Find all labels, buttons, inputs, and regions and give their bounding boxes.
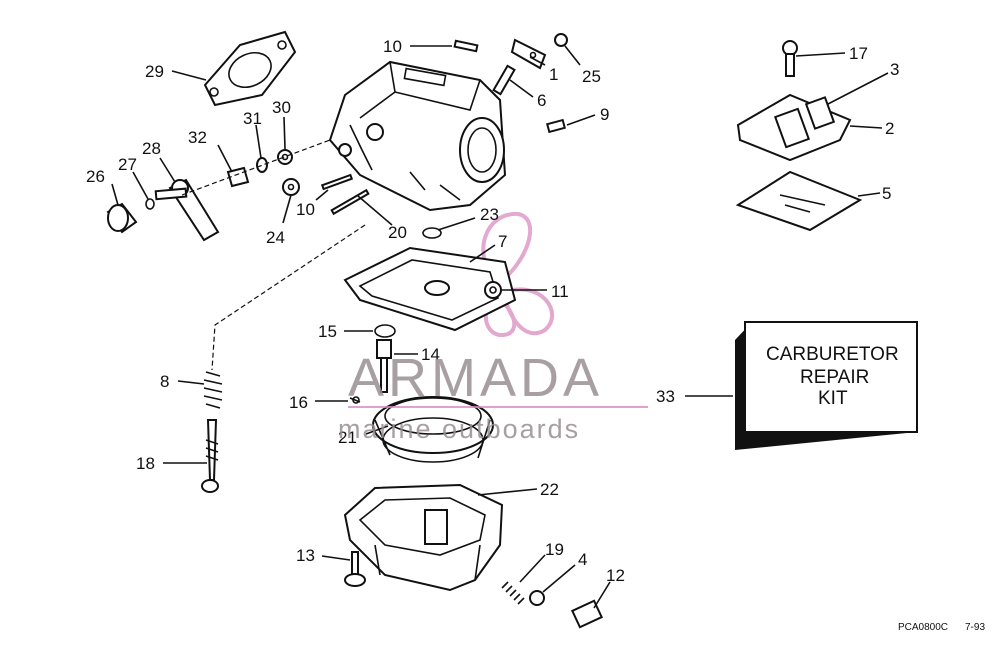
kit-line-1: CARBURETOR [766, 344, 899, 365]
leader-lines [111, 45, 889, 609]
drawing-date: 7-93 [965, 622, 985, 633]
callout-29: 29 [145, 62, 164, 81]
callout-24: 24 [266, 228, 285, 247]
part-12-plug [570, 599, 604, 629]
callout-4: 4 [578, 550, 587, 569]
assembly-line-2 [181, 139, 331, 196]
part-10-pin-bottom [320, 173, 354, 191]
callout-10-bottom: 10 [296, 200, 315, 219]
part-23-o-ring [422, 227, 442, 239]
callout-32: 32 [188, 128, 207, 147]
watermark-tagline: marine outboards [338, 414, 580, 444]
callout-5: 5 [882, 184, 891, 203]
callout-21: 21 [338, 428, 357, 447]
part-9-plug [546, 118, 566, 134]
callout-13: 13 [296, 546, 315, 565]
part-7-gasket [343, 246, 517, 332]
callout-7: 7 [498, 232, 507, 251]
callout-10-top: 10 [383, 37, 402, 56]
part-13-screw [344, 551, 366, 587]
callout-labels: 10 1 25 6 9 17 3 2 5 29 32 31 30 26 27 2… [86, 37, 899, 585]
assembly-line [211, 224, 366, 371]
part-16-clip [349, 396, 361, 404]
part-17-screw [782, 40, 798, 77]
callout-31: 31 [243, 109, 262, 128]
callout-25: 25 [582, 67, 601, 86]
part-30-nut [277, 149, 293, 165]
callout-22: 22 [540, 480, 559, 499]
part-33-repair-kit-box: CARBURETOR REPAIR KIT [735, 321, 918, 450]
part-8-spring [203, 371, 223, 409]
part-19-spring [501, 581, 525, 605]
callout-18: 18 [136, 454, 155, 473]
carburetor-body [328, 60, 507, 212]
part-24-washer [282, 178, 300, 196]
armada-watermark: ARMADA marine outboards [338, 348, 648, 444]
part-4-washer [529, 590, 545, 606]
kit-line-3: KIT [818, 388, 848, 409]
part-22-float-bowl [343, 483, 504, 592]
part-20-shaft [330, 188, 370, 216]
callout-14: 14 [421, 345, 440, 364]
callout-9: 9 [600, 105, 609, 124]
callout-28: 28 [142, 139, 161, 158]
callout-3: 3 [890, 60, 899, 79]
callout-27: 27 [118, 155, 137, 174]
callout-2: 2 [885, 119, 894, 138]
kit-line-2: REPAIR [800, 367, 869, 388]
part-18-idle-needle [201, 419, 219, 493]
callout-30: 30 [272, 98, 291, 117]
callout-15: 15 [318, 322, 337, 341]
part-10-pin-top [453, 39, 479, 53]
callout-6: 6 [537, 91, 546, 110]
part-11-jet [484, 281, 502, 299]
watermark-brand: ARMADA [348, 348, 603, 408]
part-6-screw [492, 64, 516, 96]
drawing-footer: PCA0800C 7-93 [898, 622, 985, 633]
part-21-float [372, 396, 494, 463]
part-26-bushing [106, 202, 138, 234]
part-25-screw [554, 33, 568, 47]
part-1-clip [510, 38, 547, 70]
callout-26: 26 [86, 167, 105, 186]
part-15-o-ring [374, 324, 396, 338]
callout-8: 8 [160, 372, 169, 391]
part-28-lever [154, 178, 220, 242]
part-27-o-ring [145, 198, 155, 210]
callout-23: 23 [480, 205, 499, 224]
part-29-flange-gasket [203, 30, 297, 107]
part-31-washer [256, 157, 268, 173]
callout-19: 19 [545, 540, 564, 559]
callout-20: 20 [388, 223, 407, 242]
part-14-needle-valve [376, 339, 392, 393]
callout-11: 11 [551, 282, 569, 301]
part-2-cover [736, 93, 852, 162]
callout-16: 16 [289, 393, 308, 412]
drawing-code: PCA0800C [898, 622, 948, 633]
part-5-gasket [735, 170, 863, 232]
callout-33: 33 [656, 387, 675, 406]
callout-12: 12 [606, 566, 625, 585]
callout-17: 17 [849, 44, 868, 63]
callout-1: 1 [549, 65, 558, 84]
